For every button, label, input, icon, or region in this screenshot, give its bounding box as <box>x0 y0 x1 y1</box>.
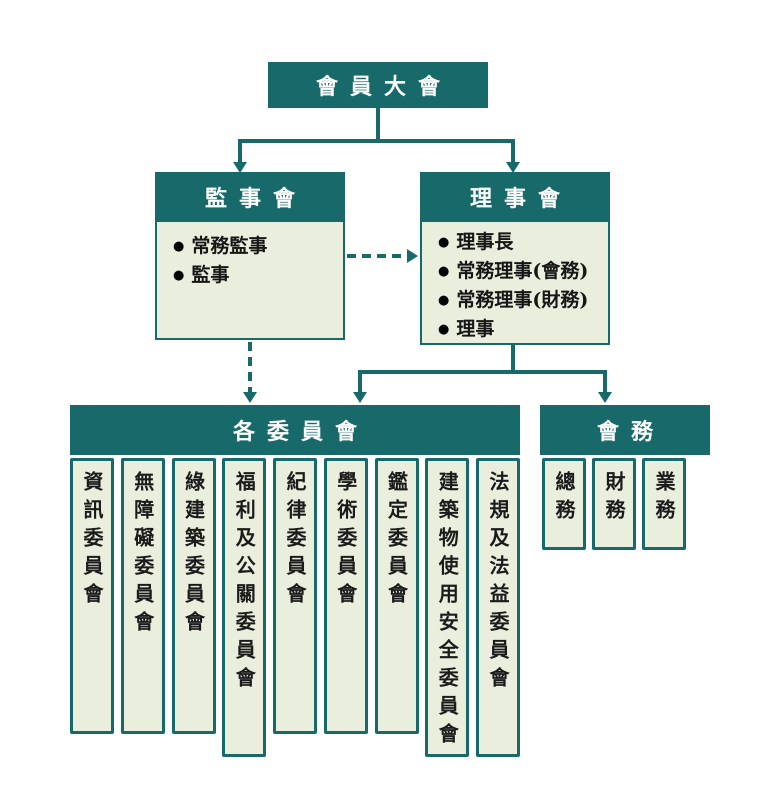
directors-title: 理事會 <box>420 172 610 222</box>
directors-list: ● 理事長 ● 常務理事(會務) ● 常務理事(財務) ● 理事 <box>420 222 610 345</box>
list-item-label: 理事長 <box>456 231 514 253</box>
arrowhead-committees <box>353 392 367 403</box>
list-item-label: 常務監事 <box>191 235 268 257</box>
bullet-icon: ● <box>438 322 450 337</box>
supervisors-list: ● 常務監事 ● 監事 <box>155 222 345 340</box>
committee-label: 資訊委員會 <box>80 471 104 611</box>
assembly-box: 會員大會 <box>268 62 488 108</box>
list-item: ● 常務理事(財務) <box>438 286 600 315</box>
affairs-header: 會務 <box>540 405 710 455</box>
supervisors-title: 監事會 <box>155 172 345 222</box>
committee-column: 紀律委員會 <box>273 458 317 734</box>
committee-label: 福利及公關委員會 <box>232 471 257 695</box>
committee-column: 鑑定委員會 <box>374 458 419 734</box>
bullet-icon: ● <box>438 293 450 308</box>
committee-label: 學術委員會 <box>333 471 358 611</box>
committee-column: 綠建築委員會 <box>171 458 216 734</box>
arrowhead-dashed-right <box>407 249 418 263</box>
bullet-icon: ● <box>438 264 450 279</box>
supervisors-box: 監事會 ● 常務監事 ● 監事 <box>155 172 345 340</box>
committees-header: 各委員會 <box>70 405 520 455</box>
affairs-label: 業務 <box>652 471 676 527</box>
affairs-label: 總務 <box>552 471 576 527</box>
committee-column: 建築物使用安全委員會 <box>425 458 470 757</box>
committee-label: 綠建築委員會 <box>181 471 206 639</box>
committee-column: 無障礙委員會 <box>120 458 165 734</box>
committee-label: 無障礙委員會 <box>130 471 155 639</box>
affairs-column: 總務 <box>542 458 586 550</box>
directors-box: 理事會 ● 理事長 ● 常務理事(會務) ● 常務理事(財務) ● 理事 <box>420 172 610 345</box>
committee-column: 資訊委員會 <box>70 458 114 734</box>
list-item-label: 常務理事(財務) <box>456 289 589 311</box>
list-item-label: 常務理事(會務) <box>456 260 589 282</box>
committee-label: 建築物使用安全委員會 <box>435 471 460 751</box>
bullet-icon: ● <box>173 268 185 283</box>
list-item: ● 理事 <box>438 315 600 344</box>
committee-column: 法規及法益委員會 <box>476 458 520 757</box>
committee-column: 福利及公關委員會 <box>222 458 267 757</box>
affairs-label: 財務 <box>602 471 626 527</box>
committee-label: 鑑定委員會 <box>384 471 409 611</box>
bullet-icon: ● <box>438 235 450 250</box>
affairs-column: 業務 <box>642 458 686 550</box>
affairs-columns: 總務 財務 業務 <box>542 458 710 550</box>
committee-column: 學術委員會 <box>323 458 368 734</box>
list-item: ● 常務監事 <box>173 232 335 261</box>
arrowhead-affairs <box>598 392 612 403</box>
bullet-icon: ● <box>173 239 185 254</box>
list-item: ● 理事長 <box>438 228 600 257</box>
arrowhead-dashed-down <box>243 392 257 403</box>
committee-label: 法規及法益委員會 <box>486 471 510 695</box>
committee-label: 紀律委員會 <box>283 471 307 611</box>
committees-columns: 資訊委員會 無障礙委員會 綠建築委員會 福利及公關委員會 紀律委員會 學術委員會… <box>70 458 520 757</box>
list-item-label: 理事 <box>456 318 495 340</box>
list-item: ● 監事 <box>173 261 335 290</box>
list-item: ● 常務理事(會務) <box>438 257 600 286</box>
affairs-column: 財務 <box>592 458 636 550</box>
list-item-label: 監事 <box>191 264 230 286</box>
